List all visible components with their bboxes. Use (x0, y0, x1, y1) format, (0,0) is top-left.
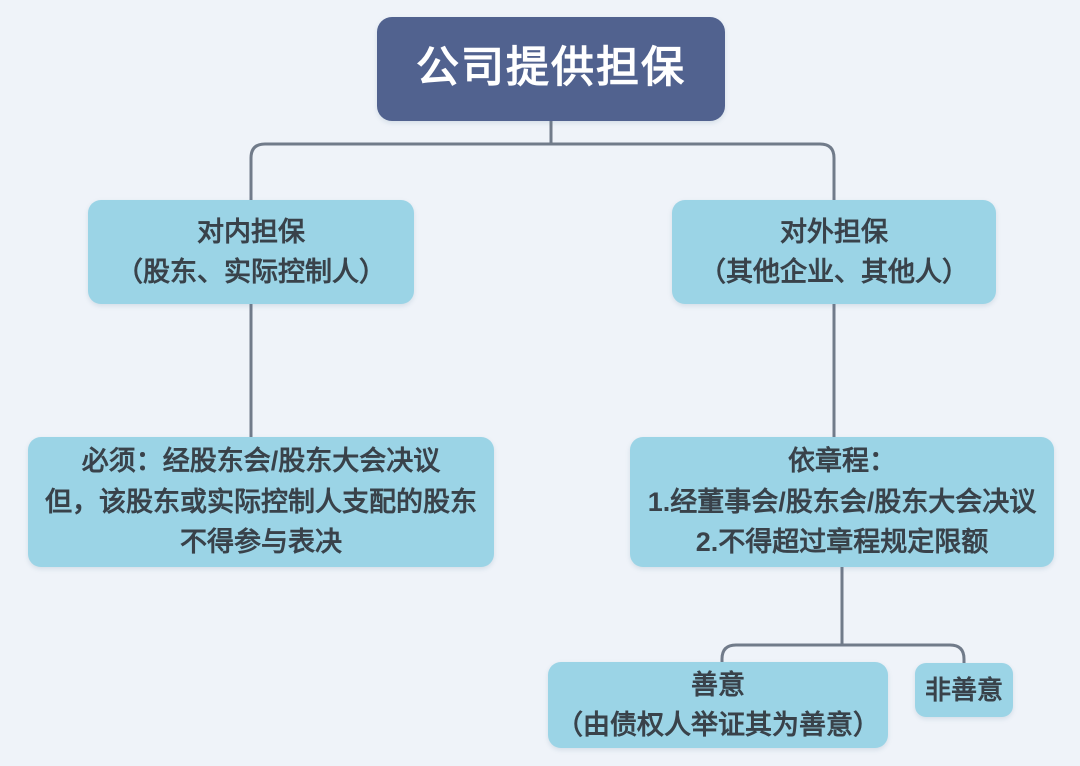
node-line: 非善意 (924, 674, 1003, 705)
connector-branch-top (249, 142, 836, 200)
node-line: 必须：经股东会/股东大会决议 (81, 446, 441, 477)
node-good-faith: 善意 （由债权人举证其为善意） (548, 662, 888, 748)
root-node-company-guarantee: 公司提供担保 (377, 17, 725, 121)
node-bad-faith: 非善意 (915, 663, 1013, 717)
node-line: （其他企业、其他人） (699, 257, 969, 287)
node-line: 对内担保 (197, 216, 305, 247)
node-external-rule: 依章程： 1.经董事会/股东会/股东大会决议 2.不得超过章程规定限额 (630, 437, 1054, 567)
node-external-guarantee: 对外担保 （其他企业、其他人） (672, 200, 996, 304)
node-line: （股东、实际控制人） (116, 257, 386, 287)
node-line: 1.经董事会/股东会/股东大会决议 (647, 486, 1037, 517)
node-line: 但，该股东或实际控制人支配的股东 (45, 486, 477, 517)
node-line: 对外担保 (780, 216, 888, 247)
node-line: 2.不得超过章程规定限额 (695, 527, 989, 558)
node-line: 不得参与表决 (180, 527, 342, 558)
node-line: 依章程： (788, 446, 896, 477)
node-line: （由债权人举证其为善意） (556, 710, 880, 740)
node-line: 善意 (691, 669, 745, 700)
node-internal-rule: 必须：经股东会/股东大会决议 但，该股东或实际控制人支配的股东 不得参与表决 (28, 437, 494, 567)
node-internal-guarantee: 对内担保 （股东、实际控制人） (88, 200, 414, 304)
root-node-label: 公司提供担保 (416, 44, 686, 93)
connector-branch-bottom (720, 643, 966, 663)
